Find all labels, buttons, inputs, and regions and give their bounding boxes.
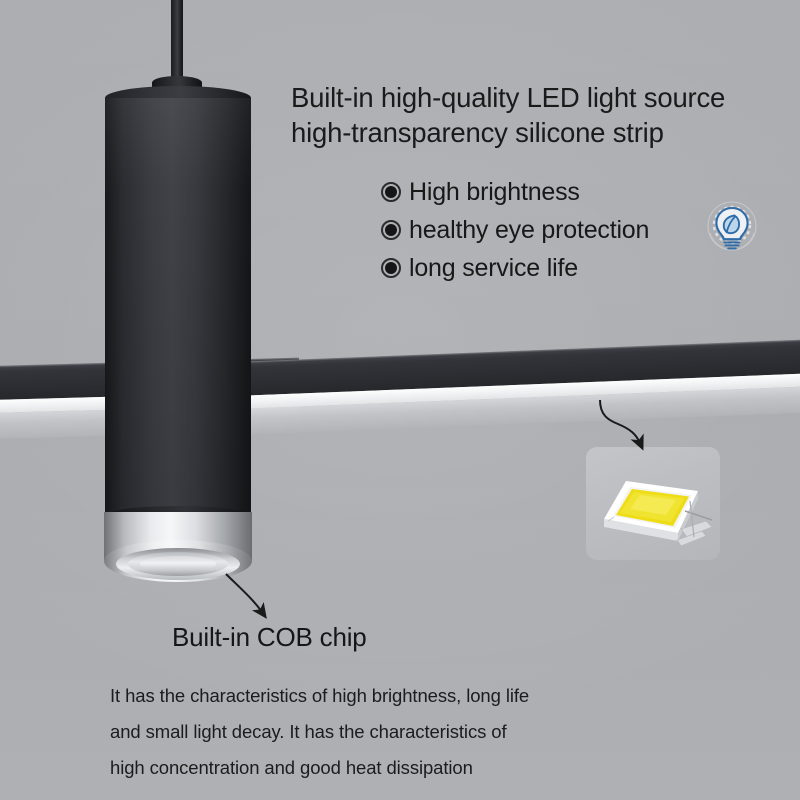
feature-list: High brightness healthy eye protection l…: [381, 173, 649, 287]
feature-label: long service life: [409, 253, 578, 282]
list-item: High brightness: [381, 173, 649, 211]
bullet-dot-icon: [381, 258, 401, 278]
page-title: Built-in high-quality LED light source h…: [291, 80, 791, 150]
feature-label: healthy eye protection: [409, 215, 650, 244]
eco-lightbulb-leaf-icon: [704, 199, 760, 255]
cob-callout-title: Built-in COB chip: [172, 622, 367, 652]
light-bar-right-segment: [233, 339, 800, 435]
feature-label: High brightness: [409, 177, 580, 206]
cob-chip-reflector: [140, 556, 216, 572]
lamp-cylinder-body: [105, 98, 251, 516]
suspension-cable: [171, 0, 183, 80]
cob-description: It has the characteristics of high brigh…: [110, 678, 710, 786]
list-item: healthy eye protection: [381, 211, 649, 249]
cob-description-line-2: and small light decay. It has the charac…: [110, 721, 507, 743]
bullet-dot-icon: [381, 220, 401, 240]
led-smd-chip-icon: [586, 447, 720, 560]
list-item: long service life: [381, 249, 649, 287]
cob-description-line-3: high concentration and good heat dissipa…: [110, 757, 473, 779]
cob-description-line-1: It has the characteristics of high brigh…: [110, 685, 530, 706]
bullet-dot-icon: [381, 182, 401, 202]
title-line-2: high-transparency silicone strip: [291, 117, 664, 149]
title-line-1: Built-in high-quality LED light source: [291, 82, 726, 113]
